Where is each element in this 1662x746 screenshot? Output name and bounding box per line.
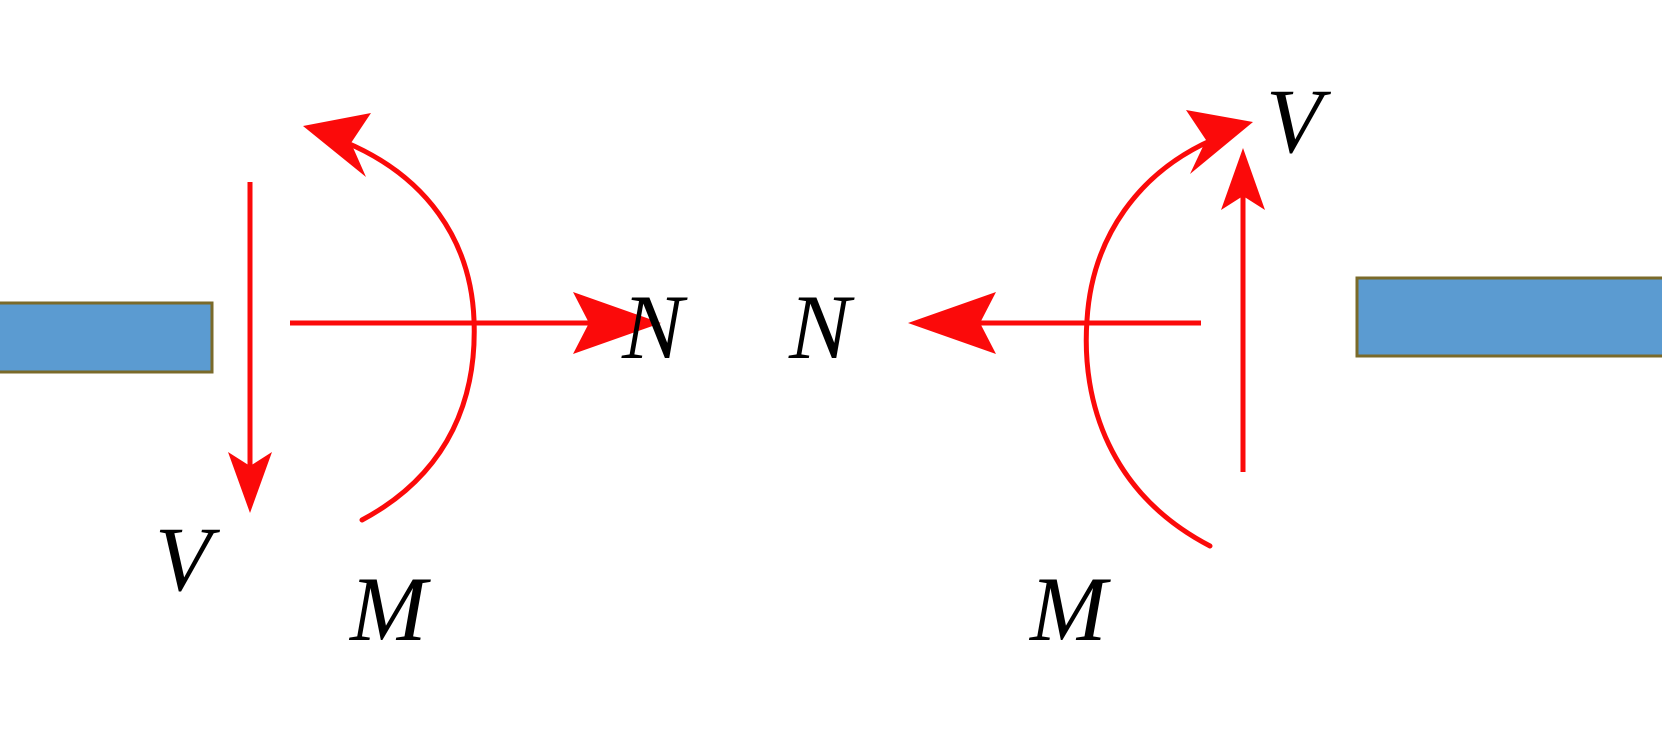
normal-force-arrow-left: [290, 292, 661, 354]
right-beam-segment: V N M: [788, 70, 1662, 660]
moment-arc-path-right: [1083, 137, 1215, 549]
beam-block-left: [0, 301, 214, 374]
normal-label-left: N: [621, 276, 688, 378]
normal-force-arrow-right: [908, 292, 1201, 354]
shear-label-left: V: [155, 508, 221, 610]
shear-arrowhead-right: [1221, 148, 1265, 210]
normal-arrowhead-right: [908, 292, 996, 354]
normal-arrowhead-left: [573, 292, 661, 354]
left-beam-segment: V N M: [0, 113, 688, 660]
moment-label-left: M: [348, 558, 431, 660]
moment-arrowhead-right: [1186, 110, 1253, 174]
moment-arc-right: [1083, 110, 1253, 549]
moment-label-right: M: [1028, 558, 1111, 660]
normal-label-right: N: [788, 276, 855, 378]
beam-block-right: [1355, 276, 1662, 358]
moment-arc-left: [303, 113, 477, 523]
shear-label-right: V: [1266, 70, 1332, 172]
moment-arc-path-left: [342, 139, 477, 523]
shear-force-arrow-left: [228, 182, 272, 513]
moment-arrowhead-left: [303, 113, 371, 177]
shear-arrowhead-left: [228, 452, 272, 513]
shear-force-arrow-right: [1221, 148, 1265, 472]
